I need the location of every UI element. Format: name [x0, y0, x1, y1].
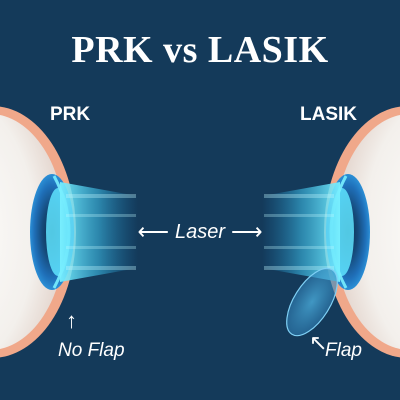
left-laser-beam — [60, 182, 138, 282]
no-flap-caption: No Flap — [58, 340, 125, 361]
flap-pointer-icon: ↖ — [309, 330, 328, 355]
left-eye — [0, 106, 76, 358]
corneal-flap — [286, 267, 338, 337]
no-flap-pointer-icon: ↑ — [66, 308, 77, 333]
arrow-left-icon: ⟵ — [137, 219, 169, 244]
flap-caption: Flap — [325, 340, 362, 361]
laser-label: Laser — [174, 220, 226, 243]
right-eye — [324, 106, 400, 358]
diagram-title: PRK vs LASIK — [71, 29, 329, 71]
prk-label: PRK — [50, 104, 91, 125]
arrow-right-icon: ⟶ — [231, 219, 263, 244]
laser-label-row: ⟵ Laser ⟶ — [0, 219, 400, 245]
right-laser-beam — [262, 182, 340, 282]
lasik-label: LASIK — [300, 104, 357, 125]
